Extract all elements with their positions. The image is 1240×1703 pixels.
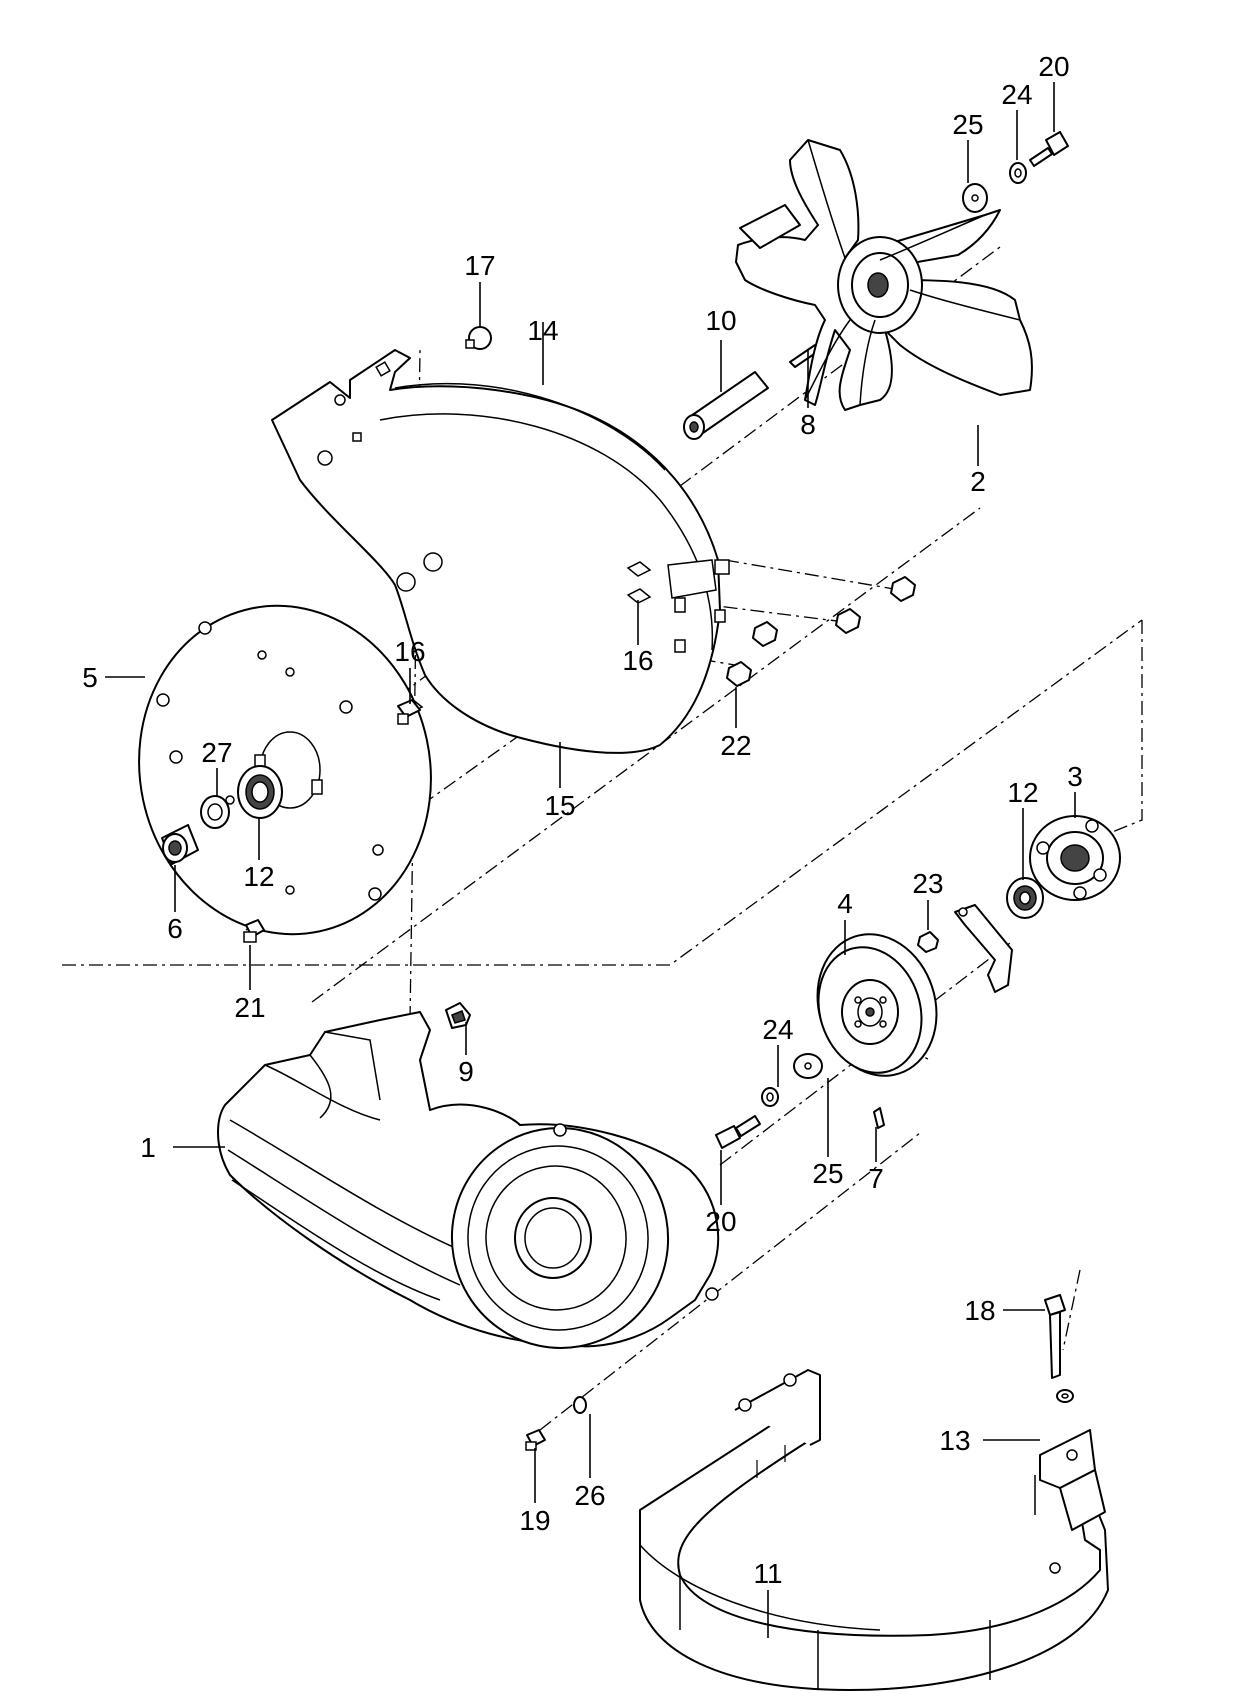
callout-13: 13	[939, 1425, 970, 1456]
callout-2: 2	[970, 466, 986, 497]
lock-washer-24-lower	[761, 1087, 779, 1107]
washer-27	[200, 795, 230, 829]
impeller-2	[735, 139, 1033, 411]
callout-24-top: 24	[1001, 79, 1032, 110]
bolt-18	[1044, 1294, 1074, 1403]
bracket	[954, 904, 1013, 993]
nut-23	[917, 931, 939, 953]
leader-lines	[105, 82, 1076, 1638]
callout-7: 7	[868, 1163, 884, 1194]
belt-cover-1	[217, 1011, 720, 1349]
bearing-left	[237, 765, 283, 819]
callout-12-right: 12	[1007, 777, 1038, 808]
callout-16-housing: 16	[622, 645, 653, 676]
callout-17: 17	[464, 250, 495, 281]
callout-27: 27	[201, 737, 232, 768]
skid-bracket-13	[1034, 1429, 1106, 1531]
callout-16-plate: 16	[394, 636, 425, 667]
lock-washer-24-top	[1009, 162, 1027, 184]
pulley-4	[816, 933, 938, 1077]
callout-18: 18	[964, 1295, 995, 1326]
callout-22: 22	[720, 730, 751, 761]
callout-21: 21	[234, 992, 265, 1023]
callout-5: 5	[82, 662, 98, 693]
skid-frame-11	[639, 1369, 1109, 1691]
fan-housing-shell	[271, 349, 730, 754]
washer-25-top	[962, 183, 988, 213]
callout-8: 8	[800, 409, 816, 440]
callout-20-lower: 20	[705, 1206, 736, 1237]
callout-25-lower: 25	[812, 1158, 843, 1189]
stud-16-plate	[397, 699, 421, 725]
clip-9	[445, 1002, 471, 1029]
pin-17	[465, 326, 492, 350]
callout-23: 23	[912, 868, 943, 899]
bushing-6	[161, 824, 199, 865]
callout-20-top: 20	[1038, 51, 1069, 82]
bolt-20-top	[1029, 131, 1069, 167]
bolt-20-lower	[715, 1115, 761, 1149]
nut-22	[726, 576, 916, 687]
washer-26	[573, 1396, 587, 1414]
washer-25-lower	[793, 1053, 823, 1079]
callout-6: 6	[167, 913, 183, 944]
callout-19: 19	[519, 1505, 550, 1536]
callout-9: 9	[458, 1056, 474, 1087]
callout-15: 15	[544, 790, 575, 821]
callout-4: 4	[837, 888, 853, 919]
bolt-19	[525, 1429, 546, 1451]
bearing-right	[1006, 877, 1044, 919]
bearing-flange-3	[1029, 815, 1121, 901]
callout-24-lower: 24	[762, 1014, 793, 1045]
callout-3: 3	[1067, 761, 1083, 792]
callout-1: 1	[140, 1132, 156, 1163]
callout-12-left: 12	[243, 861, 274, 892]
shaft-10	[683, 371, 769, 440]
callout-25-top: 25	[952, 109, 983, 140]
callout-10: 10	[705, 305, 736, 336]
callout-11: 11	[753, 1558, 782, 1589]
key-7	[873, 1107, 885, 1129]
callouts: 1 2 3 4 5 6 7 8 9 10 11 12 12 13 14 15 1…	[82, 51, 1083, 1589]
callout-14: 14	[527, 315, 558, 346]
bolt-21	[243, 919, 265, 943]
callout-26: 26	[574, 1480, 605, 1511]
